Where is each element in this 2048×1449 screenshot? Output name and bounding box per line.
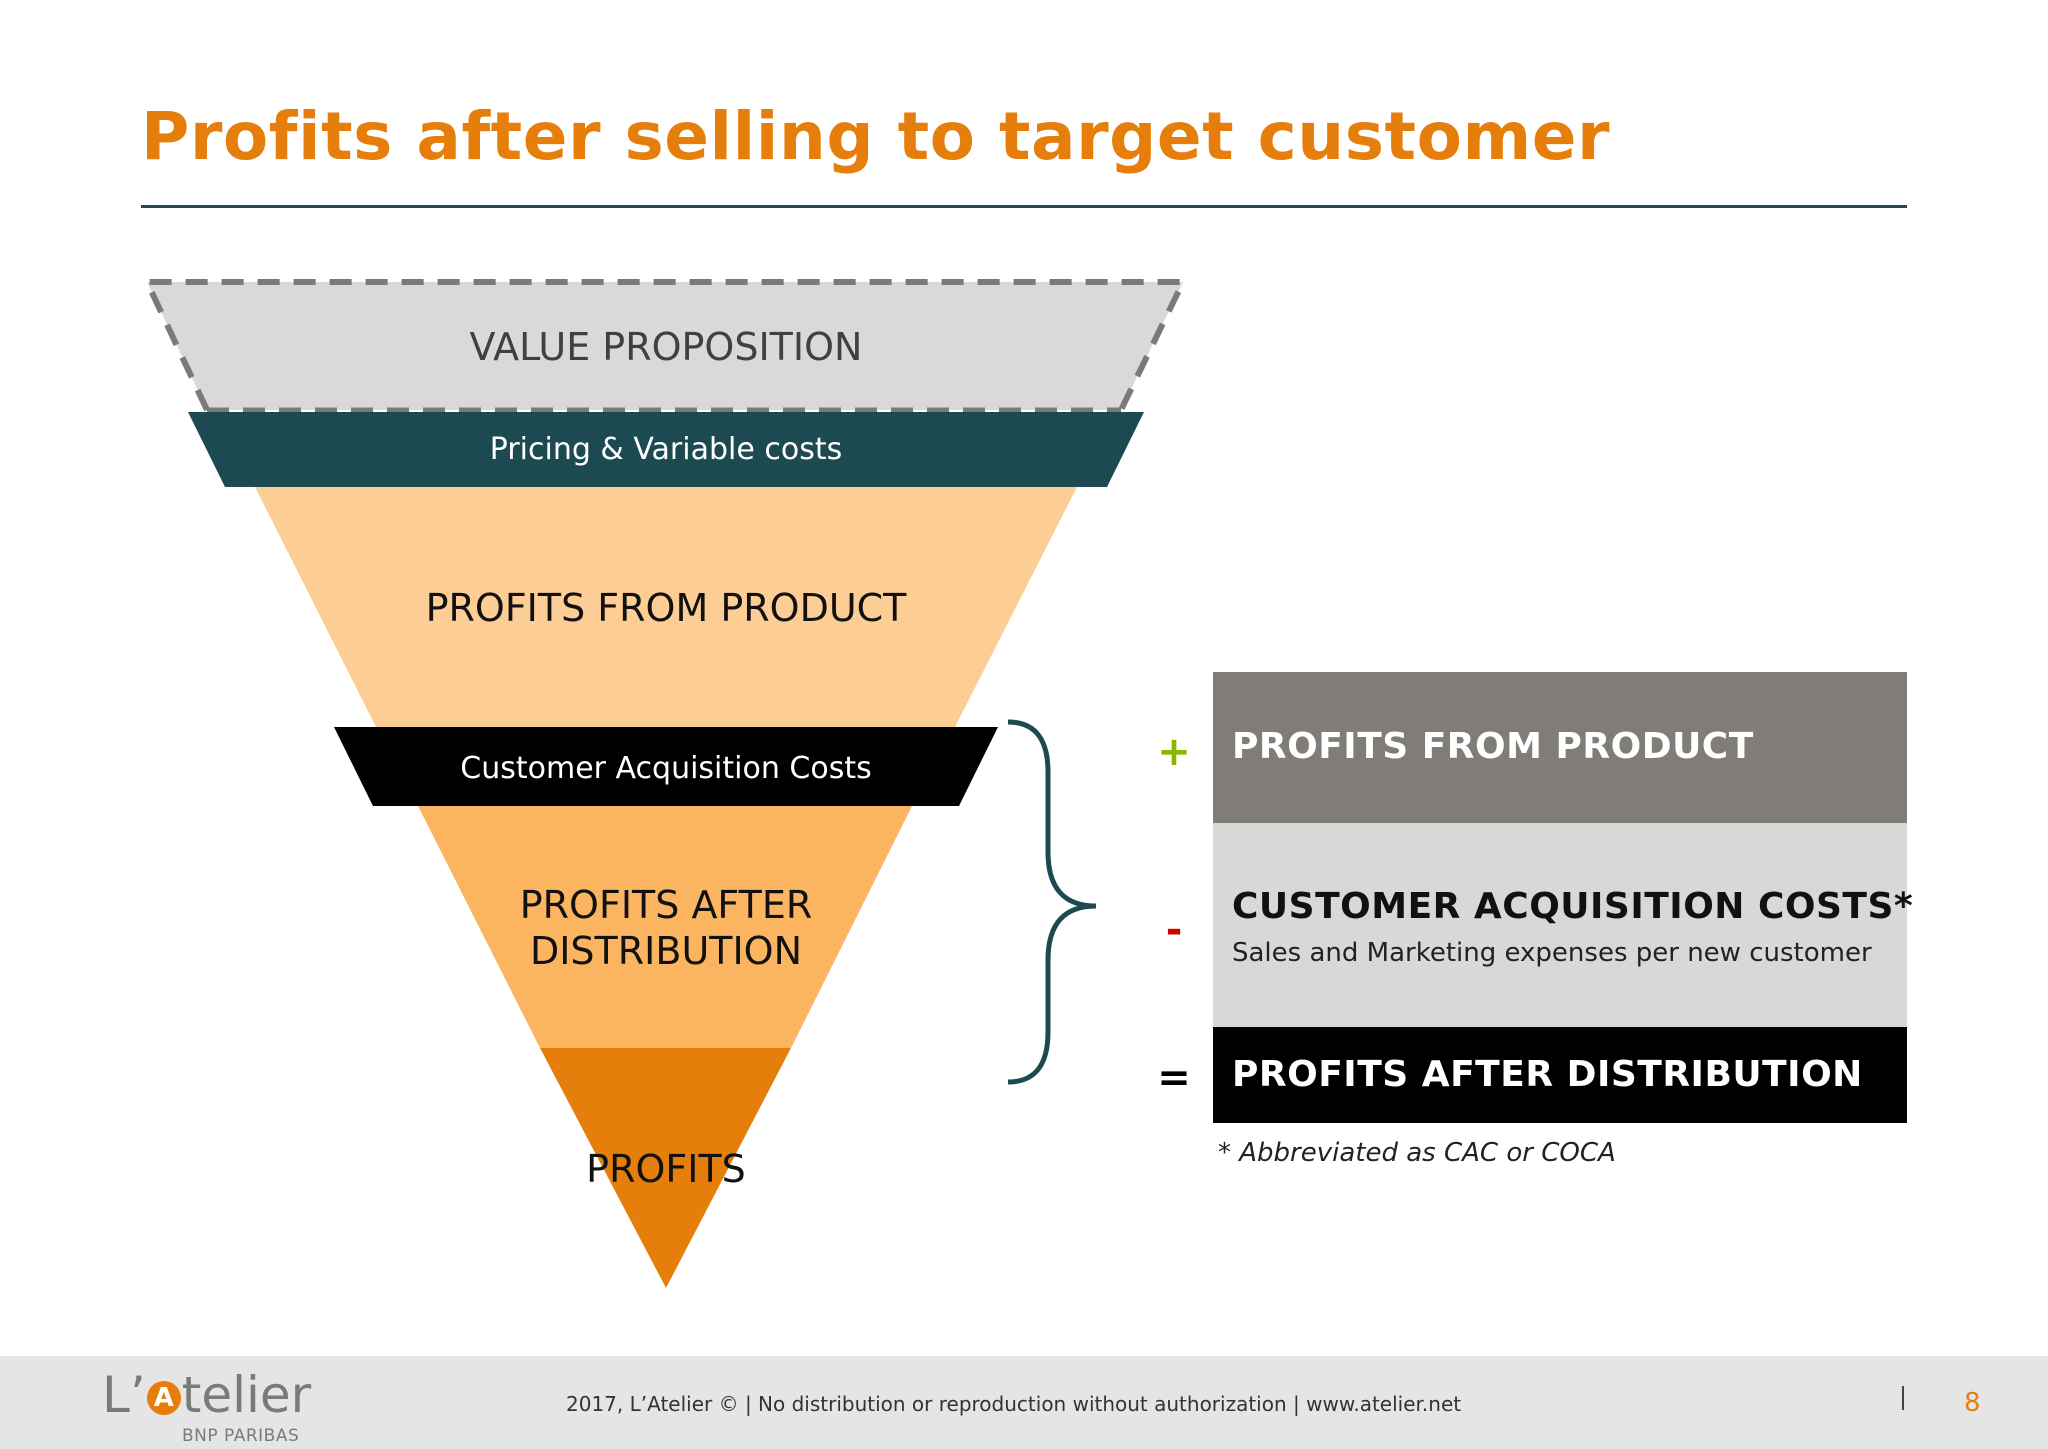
funnel-label-cac: Customer Acquisition Costs [460,751,871,786]
equation-row-profits-after-distribution: PROFITS AFTER DISTRIBUTION [1213,1027,1907,1123]
funnel-dashed-outline [142,279,1188,412]
curly-brace [1007,719,1097,1085]
minus-sign: - [1165,907,1183,953]
footnote: * Abbreviated as CAC or COCA [1218,1138,1616,1168]
logo-text-end: telier [181,1366,312,1424]
funnel-label-profits-after-distribution-line2: DISTRIBUTION [530,929,802,973]
funnel-label-pricing: Pricing & Variable costs [490,432,842,467]
footer-copyright: 2017, L’Atelier © | No distribution or r… [566,1392,1462,1416]
funnel-profits-after-distribution [418,806,912,1048]
equation-heading-profits-from-product: PROFITS FROM PRODUCT [1232,726,1754,767]
logo-a-icon: A [146,1381,181,1415]
equals-sign: = [1157,1055,1191,1101]
funnel-cac-band [334,727,998,806]
equation-subtext-cac: Sales and Marketing expenses per new cus… [1232,938,1872,968]
funnel-label-profits: PROFITS [586,1147,746,1191]
funnel-profits [540,1048,791,1288]
funnel-pricing-band [188,412,1144,487]
footer-divider [1902,1386,1904,1410]
page-number: 8 [1964,1388,1981,1418]
funnel-label-value-proposition: VALUE PROPOSITION [470,325,863,369]
slide-title: Profits after selling to target customer [141,98,1611,175]
funnel-profits-from-product [255,487,1077,727]
funnel-label-profits-from-product: PROFITS FROM PRODUCT [426,586,908,630]
equation-heading-cac: CUSTOMER ACQUISITION COSTS* [1232,886,1914,927]
equation-heading-profits-after-distribution: PROFITS AFTER DISTRIBUTION [1232,1054,1863,1095]
equation-row-profits-from-product: PROFITS FROM PRODUCT [1213,672,1907,823]
funnel-value-proposition [147,282,1183,410]
equation-row-cac: CUSTOMER ACQUISITION COSTS* Sales and Ma… [1213,823,1913,1027]
funnel-label-profits-after-distribution-line1: PROFITS AFTER [520,883,813,927]
logo-subtitle: BNP PARIBAS [182,1426,300,1446]
plus-sign: + [1157,729,1191,775]
funnel-diagram: VALUE PROPOSITION Pricing & Variable cos… [142,279,1188,1288]
title-divider [141,205,1907,208]
logo-text-start: L’ [102,1366,146,1424]
